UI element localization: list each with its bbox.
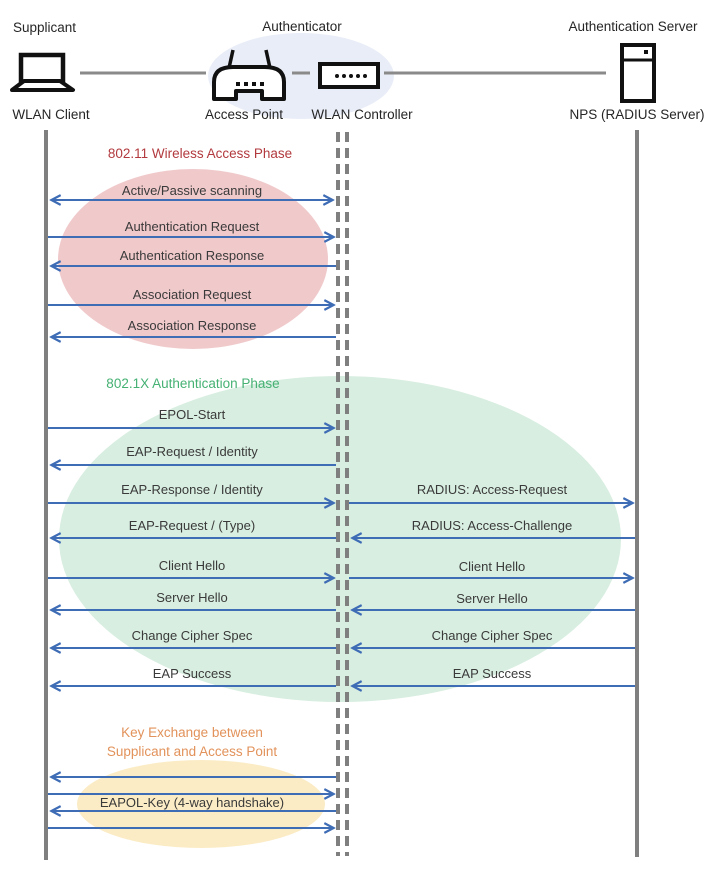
node-label-wlan-controller: WLAN Controller xyxy=(311,107,413,122)
message-label: EAP Success xyxy=(152,666,232,681)
role-label-authenticator: Authenticator xyxy=(262,19,342,34)
message-label: Server Hello xyxy=(156,590,228,605)
wlan-controller-lifeline xyxy=(336,132,349,856)
phase-title-802-11: 802.11 Wireless Access Phase xyxy=(107,146,293,161)
message-label: Client Hello xyxy=(158,558,226,573)
message-label: EAP-Response / Identity xyxy=(121,482,263,497)
server-icon xyxy=(620,43,656,103)
message-label: Change Cipher Spec xyxy=(431,628,553,643)
node-label-access-point: Access Point xyxy=(204,107,284,122)
message-label: Association Request xyxy=(132,287,252,302)
role-label-supplicant: Supplicant xyxy=(13,20,77,35)
message-label: EAPOL-Key (4-way handshake) xyxy=(99,795,285,810)
message-label: Active/Passive scanning xyxy=(121,183,263,198)
phase-title-key-exchange-line1: Key Exchange between xyxy=(121,725,263,740)
message-label: Association Response xyxy=(127,318,257,333)
message-label: EAP Success xyxy=(452,666,532,681)
phase-title-key-exchange: Key Exchange between Supplicant and Acce… xyxy=(107,723,277,761)
phase-title-key-exchange-line2: Supplicant and Access Point xyxy=(106,744,278,759)
wlan-controller-icon xyxy=(318,62,380,89)
message-label: EAP-Request / Identity xyxy=(126,444,258,459)
message-label: Server Hello xyxy=(456,591,528,606)
message-label: RADIUS: Access-Request xyxy=(416,482,568,497)
node-label-nps-radius: NPS (RADIUS Server) xyxy=(569,107,705,122)
laptop-icon xyxy=(10,52,75,92)
node-label-wlan-client: WLAN Client xyxy=(12,107,90,122)
message-label: Authentication Request xyxy=(124,219,260,234)
key-exchange-ellipse xyxy=(77,760,325,848)
message-label: Client Hello xyxy=(458,559,526,574)
role-label-authentication-server: Authentication Server xyxy=(568,19,698,34)
message-label: RADIUS: Access-Challenge xyxy=(411,518,573,533)
phase-title-802-1x: 802.1X Authentication Phase xyxy=(106,376,280,391)
message-label: EAP-Request / (Type) xyxy=(128,518,256,533)
authenticator-group-ellipse xyxy=(208,33,394,119)
access-point-icon xyxy=(212,49,286,101)
message-label: Authentication Response xyxy=(119,248,265,263)
message-label: Change Cipher Spec xyxy=(131,628,253,643)
message-label: EPOL-Start xyxy=(158,407,226,422)
